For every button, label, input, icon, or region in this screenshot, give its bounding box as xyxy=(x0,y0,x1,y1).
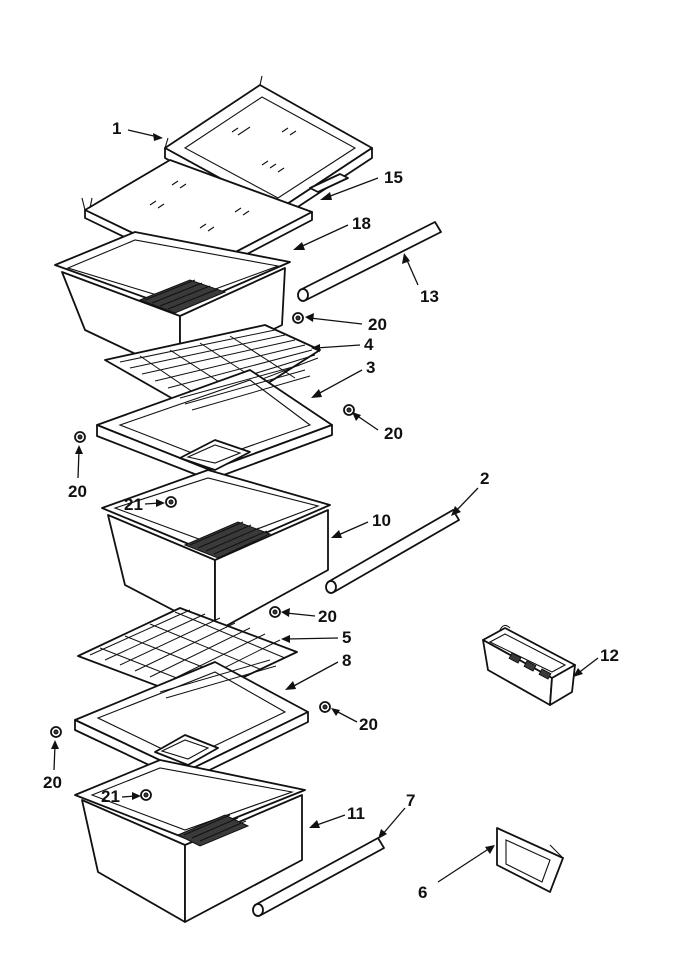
callout-1: 1 xyxy=(112,119,121,138)
part-8-drawer-cover xyxy=(74,659,309,783)
callout-13: 13 xyxy=(420,287,439,306)
callout-8: 8 xyxy=(342,651,351,670)
callout-11: 11 xyxy=(347,804,365,823)
part-7-slide-rail xyxy=(252,837,385,917)
drawer-18-vent-grid xyxy=(138,279,227,314)
callout-10: 10 xyxy=(372,511,391,530)
callout-20-d: 20 xyxy=(318,607,337,626)
screw-part-20-d xyxy=(269,606,281,618)
callout-21-b: 21 xyxy=(101,787,120,806)
drawer-11-vent-grid xyxy=(176,814,250,847)
drawer-10-vent-grid xyxy=(183,521,272,559)
callout-20-e: 20 xyxy=(359,715,378,734)
part-10-crisper-drawer xyxy=(101,469,331,633)
part-6-label-holder xyxy=(496,827,564,893)
screw-part-20-a xyxy=(292,312,304,324)
callout-21-a: 21 xyxy=(124,495,143,514)
clip-part-21-a xyxy=(165,496,177,508)
screw-part-20-b xyxy=(343,404,355,416)
part-3-drawer-cover xyxy=(96,364,333,481)
callout-20-c: 20 xyxy=(68,482,87,501)
callout-6: 6 xyxy=(418,883,427,902)
callout-20-f: 20 xyxy=(43,773,62,792)
screw-part-20-f xyxy=(50,726,62,738)
part-12-bin xyxy=(482,624,576,706)
callout-labels: 1 15 18 13 20 4 3 20 20 21 2 10 20 5 8 1… xyxy=(43,119,619,902)
callout-2: 2 xyxy=(480,469,489,488)
part-11-crisper-drawer xyxy=(74,759,306,923)
callout-4: 4 xyxy=(364,335,374,354)
leader-lines xyxy=(51,129,599,883)
callout-5: 5 xyxy=(342,628,351,647)
part-2-slide-rail xyxy=(325,509,460,594)
screw-part-20-c xyxy=(74,431,86,443)
callout-15: 15 xyxy=(384,168,403,187)
callout-20-b: 20 xyxy=(384,424,403,443)
screw-part-20-e xyxy=(319,701,331,713)
callout-20-a: 20 xyxy=(368,315,387,334)
callout-3: 3 xyxy=(366,358,375,377)
clip-part-21-b xyxy=(140,789,152,801)
callout-12: 12 xyxy=(600,646,619,665)
part-13-slide-rail xyxy=(297,221,442,302)
callout-7: 7 xyxy=(406,791,415,810)
callout-18: 18 xyxy=(352,214,371,233)
